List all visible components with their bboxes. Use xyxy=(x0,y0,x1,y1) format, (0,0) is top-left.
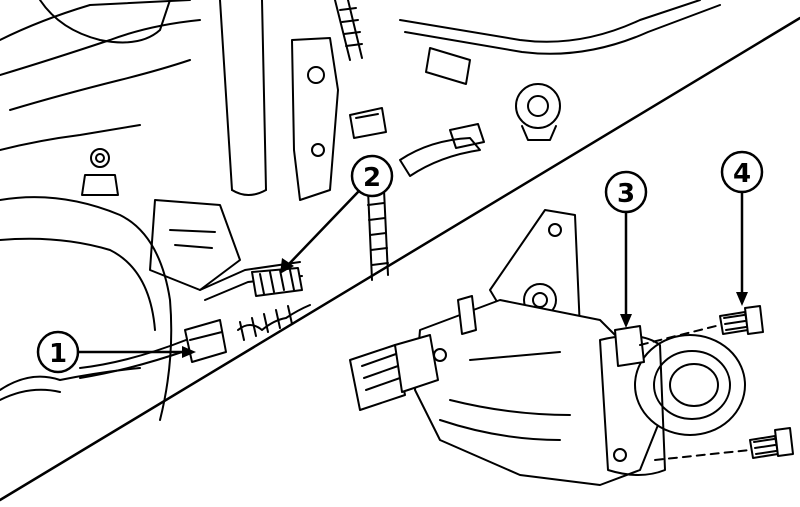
callout-2: 2 xyxy=(280,154,394,274)
callout-4-number: 4 xyxy=(733,159,751,189)
engine-bay-illustration xyxy=(0,0,721,421)
callout-3: 3 xyxy=(604,170,648,328)
callout-3-arrowhead xyxy=(620,314,632,328)
callout-4-arrowhead xyxy=(736,292,748,306)
callout-4: 4 xyxy=(720,150,764,306)
callout-1-arrowhead xyxy=(182,346,196,358)
section-divider-line xyxy=(0,16,800,502)
component-housing-illustration xyxy=(349,209,794,486)
callout-2-number: 2 xyxy=(363,163,381,193)
callout-1-number: 1 xyxy=(49,339,67,369)
callout-3-number: 3 xyxy=(617,179,635,209)
callout-1: 1 xyxy=(36,330,196,374)
callout-2-arrowhead xyxy=(280,258,294,274)
